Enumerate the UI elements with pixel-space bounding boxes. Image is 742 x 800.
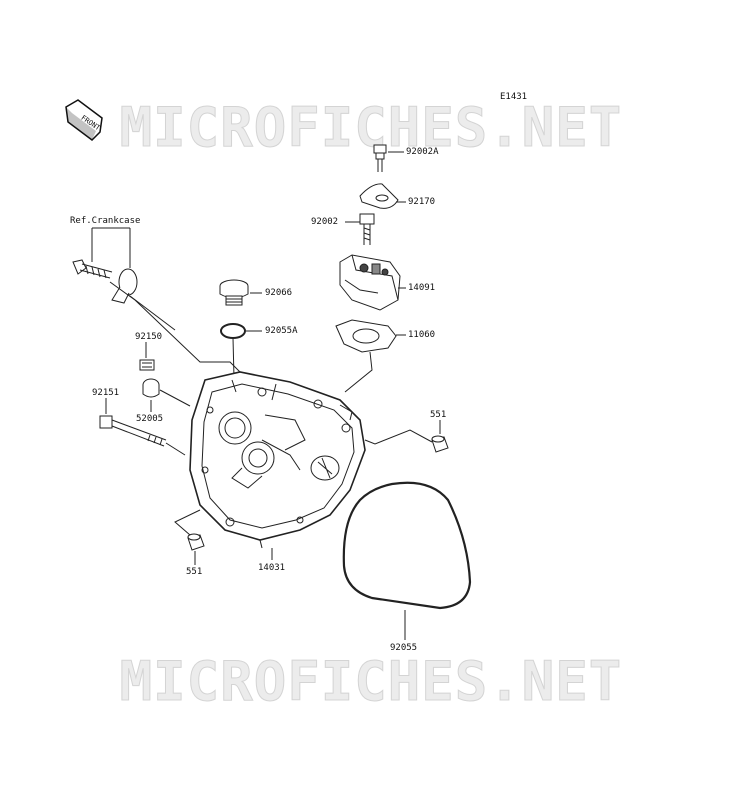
part-label-52005: 52005 [136, 414, 164, 424]
part-label-11060: 11060 [408, 330, 436, 340]
dowel-551-left-icon [187, 533, 205, 551]
gasket-11060-icon [335, 319, 397, 353]
gasket-92055-icon [342, 481, 472, 610]
watermark-bottom: MICROFICHES.NET [119, 650, 623, 713]
watermark-top: MICROFICHES.NET [119, 96, 623, 159]
plug-92066-icon [219, 279, 249, 306]
front-arrow-icon [65, 99, 103, 141]
dowel-551-right-icon [431, 435, 449, 453]
bolt-92002-icon [359, 213, 375, 245]
bolt-92002A-icon [373, 144, 387, 172]
cover-14031-icon [189, 371, 366, 549]
part-label-92002A: 92002A [406, 147, 439, 157]
part-label-92170: 92170 [408, 197, 436, 207]
part-label-92002: 92002 [311, 217, 339, 227]
oring-92055A-icon [220, 323, 246, 339]
crankcase-washer-icon [111, 268, 138, 304]
part-label-92055: 92055 [390, 643, 418, 653]
clamp-92170-icon [359, 183, 399, 209]
part-label-92151: 92151 [92, 388, 120, 398]
part-label-551-right: 551 [430, 410, 447, 420]
diagram-id-label: E1431 [500, 92, 528, 102]
part-label-92150: 92150 [135, 332, 163, 342]
part-label-551-left: 551 [186, 567, 203, 577]
part-label-14091: 14091 [408, 283, 436, 293]
part-label-92066: 92066 [265, 288, 293, 298]
part-label-92055A: 92055A [265, 326, 298, 336]
part-label-14031: 14031 [258, 563, 286, 573]
bolt-92151-icon [99, 415, 167, 447]
housing-14091-icon [339, 254, 401, 311]
ref-crankcase-label: Ref.Crankcase [70, 216, 141, 226]
plug-92150-icon [139, 359, 155, 371]
ref-crankcase-bracket [91, 227, 131, 268]
cap-52005-icon [142, 378, 160, 398]
crankcase-bolt-icon [72, 259, 113, 279]
